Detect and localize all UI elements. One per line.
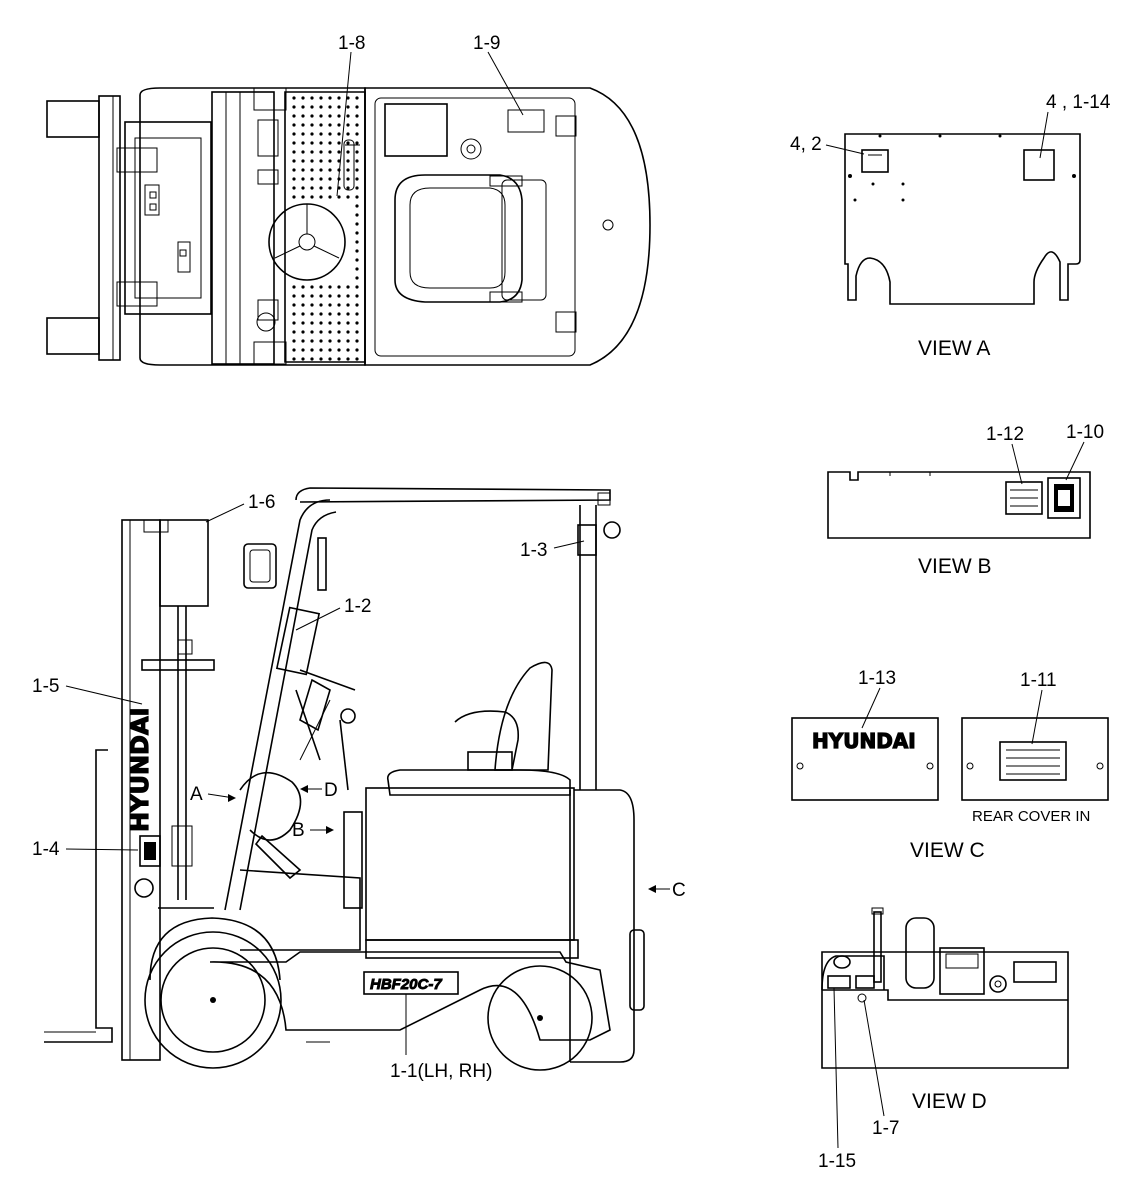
- leader-4-1-14: [1039, 111, 1049, 159]
- label-1-13: 1-13: [858, 668, 896, 689]
- top-view-drawing: [46, 87, 651, 366]
- label-1-4: 1-4: [32, 839, 60, 860]
- view-b-decal-1-12: [1005, 481, 1043, 515]
- label-1-1: 1-1(LH, RH): [390, 1061, 492, 1082]
- side-view-drawing: [44, 487, 645, 1071]
- guard-decal-1-2: [275, 606, 321, 676]
- view-d-decal-1-15: [827, 975, 851, 989]
- view-c-drawing: [791, 717, 1109, 801]
- floor-plate-texture: [292, 96, 359, 361]
- leader-4-2: [825, 144, 865, 155]
- view-a-drawing: [844, 133, 1081, 305]
- view-b-drawing: [827, 471, 1091, 539]
- label-4-1-14: 4 , 1-14: [1046, 92, 1111, 113]
- label-1-2: 1-2: [344, 596, 371, 617]
- label-1-15: 1-15: [818, 1151, 856, 1172]
- leader-1-12: [1011, 443, 1023, 485]
- view-a-decal-left: [861, 149, 889, 173]
- view-c-title: VIEW C: [910, 839, 985, 862]
- battery-compartment: [365, 787, 575, 941]
- label-1-10: 1-10: [1066, 422, 1104, 443]
- leader-1-3: [553, 540, 585, 549]
- leader-1-6: [205, 503, 245, 523]
- leader-1-5: [65, 685, 143, 705]
- mast-decal-1-4: [139, 835, 161, 867]
- label-1-12: 1-12: [986, 424, 1024, 445]
- left-fork: [46, 100, 100, 138]
- label-1-7: 1-7: [872, 1118, 899, 1139]
- label-1-5: 1-5: [32, 676, 59, 697]
- battery-hood: [364, 87, 651, 366]
- arrow-b-label: B: [292, 820, 305, 841]
- arrow-d: [300, 785, 322, 793]
- label-1-9: 1-9: [473, 33, 500, 54]
- label-4-2: 4, 2: [790, 134, 822, 155]
- label-1-6: 1-6: [248, 492, 275, 513]
- view-d-decal-1-7: [855, 975, 875, 989]
- leader-1-9: [487, 51, 524, 116]
- view-d-title: VIEW D: [912, 1090, 987, 1113]
- view-d-drawing: [821, 907, 1069, 1069]
- leader-1-8: [336, 51, 352, 197]
- view-a-decal-right: [1023, 149, 1055, 181]
- leader-1-7: [863, 999, 885, 1117]
- view-b-decal-1-10: [1047, 477, 1081, 519]
- hyundai-plate: [791, 717, 939, 801]
- rear-cover-in-text: REAR COVER IN: [972, 808, 1090, 825]
- plate-hyundai-text: HYUNDAI: [812, 729, 916, 753]
- arrow-a: [207, 793, 236, 802]
- leader-1-15: [833, 987, 839, 1149]
- rear-cover-plate: [961, 717, 1109, 801]
- leader-1-4: [65, 848, 139, 851]
- leader-1-11: [1031, 689, 1043, 745]
- model-plate-1-1: [363, 971, 459, 995]
- mast: [121, 519, 161, 1061]
- label-1-3: 1-3: [520, 540, 547, 561]
- arrow-a-label: A: [190, 784, 203, 805]
- front-wheel: [144, 931, 282, 1069]
- arrow-d-label: D: [324, 780, 338, 801]
- arrow-b: [310, 826, 334, 834]
- rear-wheel: [487, 965, 593, 1071]
- label-1-8: 1-8: [338, 33, 365, 54]
- operator-seat-top: [394, 174, 523, 303]
- model-plate-text: HBF20C-7: [370, 976, 442, 993]
- leader-1-2: [295, 607, 341, 631]
- right-fork: [46, 317, 100, 355]
- leader-1-10: [1065, 441, 1085, 481]
- label-1-11: 1-11: [1020, 670, 1057, 691]
- leader-1-13: [861, 687, 881, 729]
- view-b-title: VIEW B: [918, 555, 992, 578]
- arrow-c-label: C: [672, 880, 686, 901]
- arrow-c: [648, 885, 670, 893]
- rear-cover-decal: [999, 741, 1067, 781]
- view-a-title: VIEW A: [918, 337, 990, 360]
- mast-hyundai-text: HYUNDAI: [126, 708, 154, 832]
